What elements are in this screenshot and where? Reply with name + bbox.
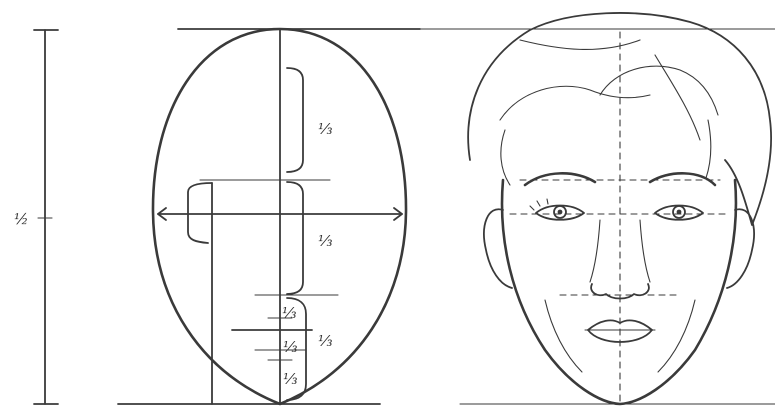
left-ear bbox=[484, 209, 512, 288]
lower-subdivision-label-top: ⅓ bbox=[282, 304, 297, 322]
left-eyebrow bbox=[525, 173, 595, 185]
hair-wave-1 bbox=[500, 86, 650, 120]
left-bracket bbox=[188, 183, 212, 243]
hair-wave-4 bbox=[655, 55, 700, 140]
middle-third-bracket bbox=[287, 182, 303, 294]
hair-wave-2 bbox=[600, 66, 718, 115]
lower-subdivision-label-bottom: ⅓ bbox=[283, 370, 298, 388]
right-cheek-shade bbox=[658, 300, 695, 372]
nose-bridge-right bbox=[640, 220, 650, 282]
middle-third-label: ⅓ bbox=[318, 232, 333, 250]
hair-wave-3 bbox=[520, 40, 640, 49]
face-sketch bbox=[468, 13, 771, 404]
left-pupil bbox=[558, 210, 563, 215]
total-height-label: ½ bbox=[14, 210, 29, 228]
right-pupil bbox=[677, 210, 682, 215]
upper-third-label: ⅓ bbox=[318, 120, 333, 138]
left-cheek-shade bbox=[545, 300, 582, 372]
lower-third-label: ⅓ bbox=[318, 332, 333, 350]
hair-strand-left bbox=[501, 130, 510, 185]
hair-strand-right bbox=[706, 120, 711, 178]
nose-bridge-left bbox=[590, 220, 600, 282]
lower-subdivision-label-mid: ⅓ bbox=[283, 338, 298, 356]
right-eyebrow bbox=[650, 173, 715, 185]
upper-third-bracket bbox=[287, 68, 303, 172]
